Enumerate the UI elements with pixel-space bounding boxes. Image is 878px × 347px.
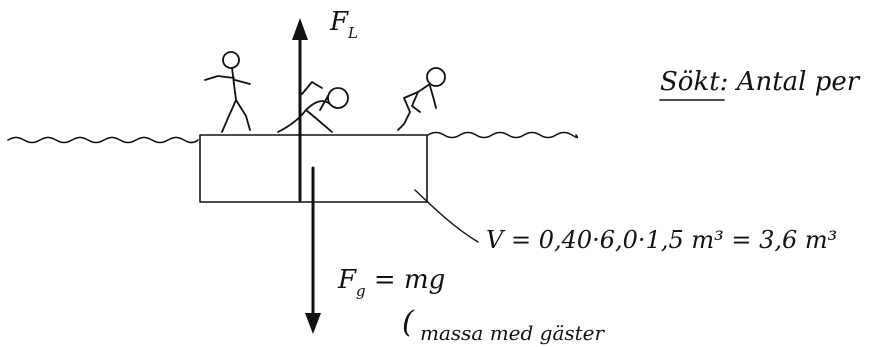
lift-force-label: FL — [329, 7, 358, 42]
gravity-force-label: Fg = mg — [337, 265, 445, 300]
lift-force-arrowhead — [292, 18, 308, 40]
person-right — [397, 67, 446, 131]
lift-force-subscript: L — [347, 24, 358, 42]
volume-pointer-line — [414, 189, 479, 243]
person-left — [204, 51, 251, 133]
mass-note: massa med gäster — [420, 321, 606, 345]
water-surface-left — [7, 136, 199, 144]
gravity-force-subscript: g — [356, 282, 366, 300]
volume-formula: V = 0,40·6,0·1,5 m³ = 3,6 m³ — [486, 226, 837, 254]
gravity-force-arrowhead — [305, 313, 321, 334]
water-surface-right — [427, 131, 579, 139]
person-center — [277, 81, 349, 133]
gravity-formula: = mg — [366, 265, 446, 295]
mass-paren: ( — [402, 305, 415, 340]
sought-text: Sökt: Antal per — [660, 67, 861, 97]
